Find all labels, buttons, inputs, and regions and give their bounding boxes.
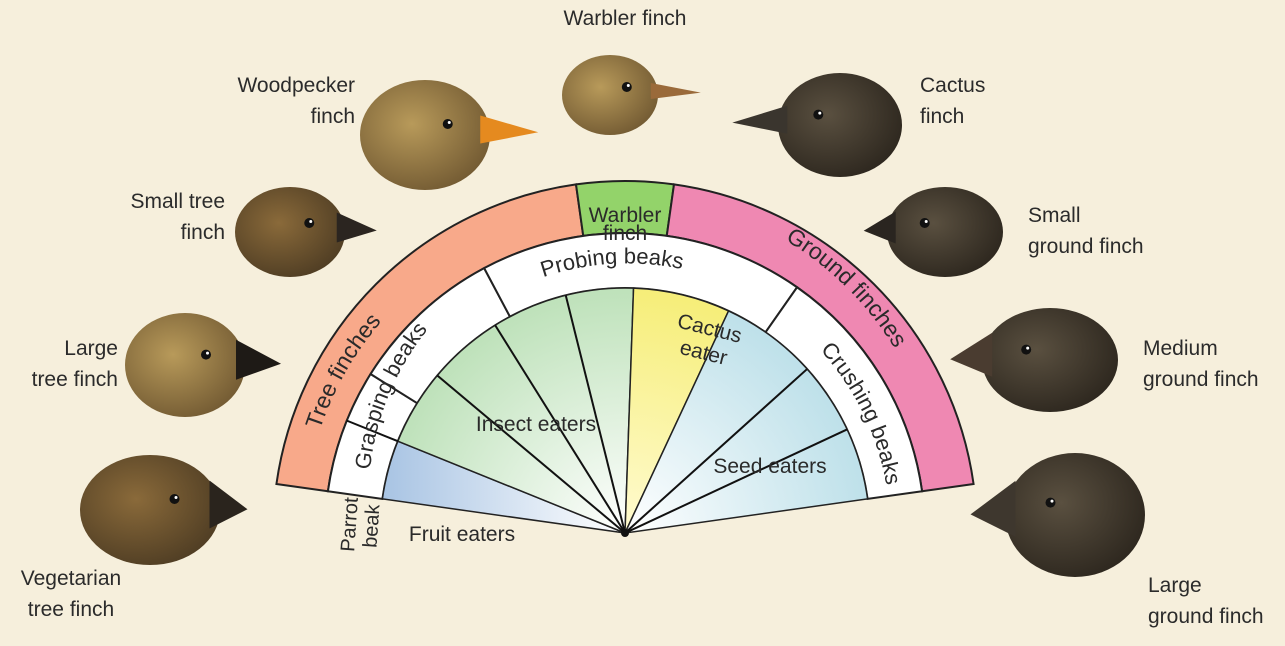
medium-ground-finch-head-icon — [950, 308, 1118, 412]
cactus-finch-head-icon — [732, 73, 902, 177]
woodpecker-finch-head-icon — [360, 80, 538, 190]
warbler-finch-head-icon — [562, 55, 701, 135]
small-tree-finch-head-icon — [235, 187, 377, 277]
large-tree-finch-head-icon — [125, 313, 281, 417]
small-ground-finch-head-icon — [864, 187, 1003, 277]
warbler-finch-label: Warbler finch — [540, 3, 710, 34]
seed-eaters-label: Seed eaters — [713, 455, 826, 478]
fruit-eaters-label: Fruit eaters — [409, 523, 515, 546]
warbler-finch-segment-line2: finch — [603, 222, 647, 245]
parrot-beak-label: Parrot beak — [337, 496, 385, 554]
large-ground-finch-head-icon — [971, 453, 1146, 577]
svg-text:beak: beak — [359, 503, 384, 549]
fan-center — [621, 529, 629, 537]
vegetarian-tree-finch-head-icon — [80, 455, 248, 565]
insect-eaters-label: Insect eaters — [476, 413, 596, 436]
